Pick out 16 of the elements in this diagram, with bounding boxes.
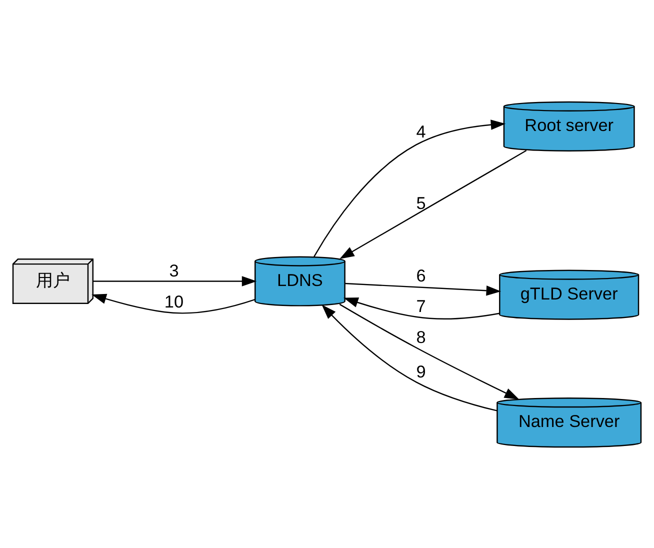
edge-label: 10 bbox=[164, 290, 184, 311]
arrow bbox=[92, 293, 256, 314]
arrow bbox=[92, 276, 257, 286]
edge-label: 5 bbox=[416, 192, 426, 212]
edge-label: 9 bbox=[416, 360, 426, 381]
arrow bbox=[314, 119, 506, 256]
edge-label: 6 bbox=[416, 265, 426, 286]
edge-label: 3 bbox=[169, 260, 179, 280]
arrow bbox=[340, 150, 527, 259]
arrow bbox=[322, 304, 498, 411]
arrow bbox=[345, 282, 502, 296]
edge-label: 4 bbox=[416, 121, 426, 142]
arrow bbox=[339, 303, 520, 400]
arrow bbox=[343, 297, 500, 319]
edge-label: 8 bbox=[416, 326, 426, 346]
edge-label: 7 bbox=[416, 296, 426, 316]
